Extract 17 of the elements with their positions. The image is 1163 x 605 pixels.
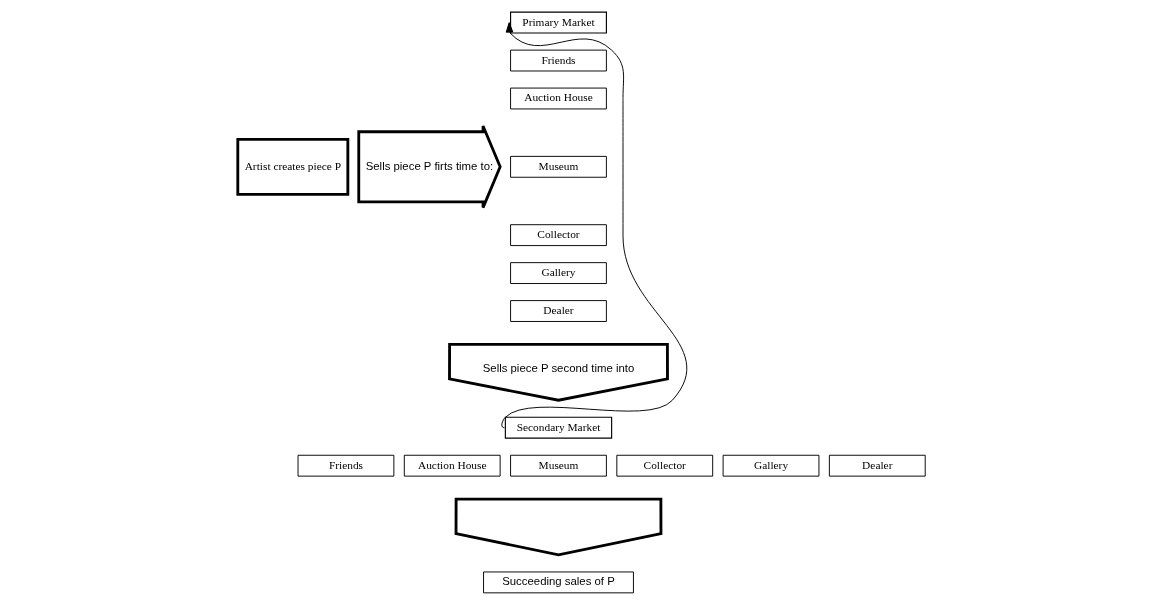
node-box: Gallery (722, 454, 820, 477)
node-box: Museum (510, 454, 607, 477)
node-box: Collector (616, 454, 714, 477)
node-box: Artist creates piece P (236, 137, 350, 196)
node-box: Collector (510, 224, 607, 247)
node-box: Primary Market (510, 11, 607, 34)
node-box: Auction House (403, 454, 501, 477)
node-box: Gallery (510, 262, 607, 284)
node-box: Dealer (828, 454, 926, 477)
node-box: Auction House (510, 87, 607, 110)
node-box: Dealer (510, 300, 607, 322)
node-box: Secondary Market (504, 416, 613, 439)
node-box: Friends (510, 49, 607, 72)
node-box: Succeeding sales of P (483, 571, 634, 594)
node-box: Friends (297, 454, 395, 477)
node-box: Museum (510, 155, 607, 178)
node-arrow (454, 497, 663, 557)
